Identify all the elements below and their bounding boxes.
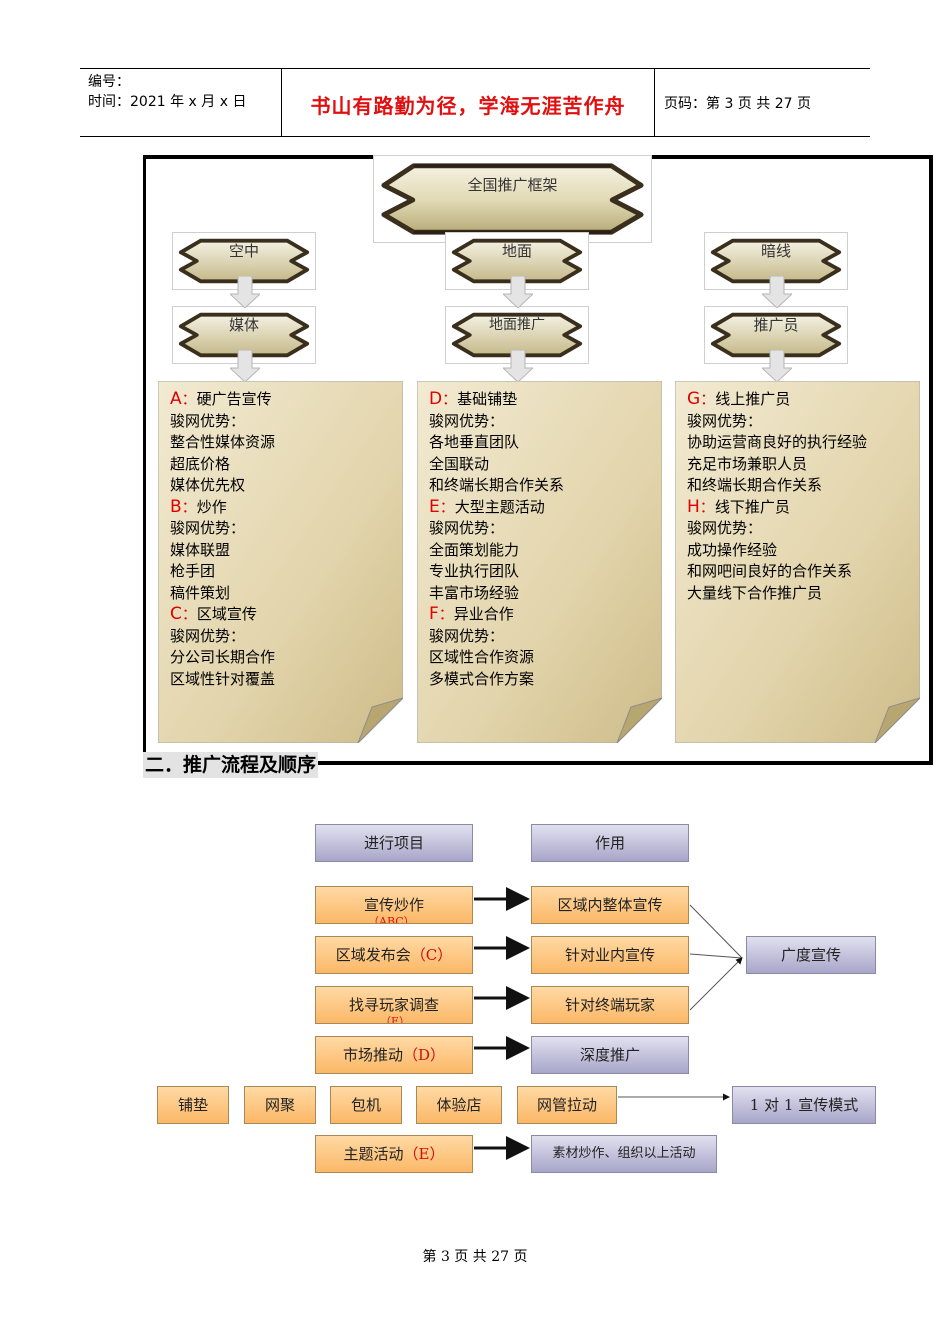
- arrow-converge-icon: [690, 905, 742, 1010]
- page-footer: 第 3 页 共 27 页: [0, 1246, 950, 1266]
